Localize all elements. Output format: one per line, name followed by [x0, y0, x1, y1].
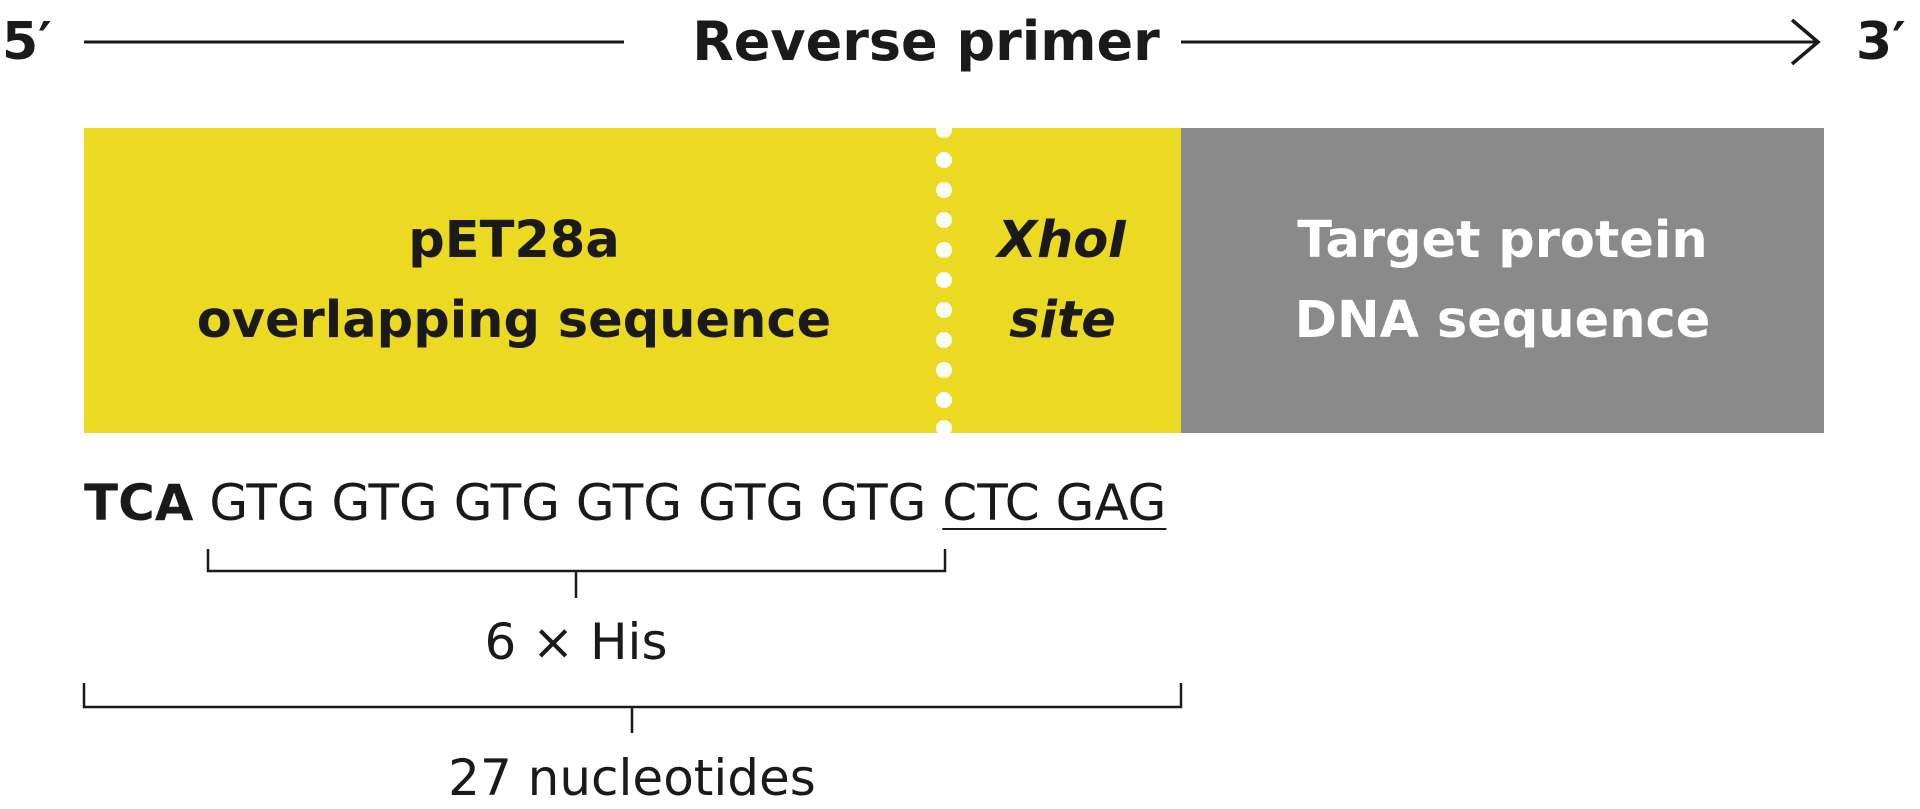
length-label: 27 nucleotides — [448, 749, 816, 807]
xhoi-block-line1: XhoI — [997, 210, 1128, 270]
target-block-line1: Target protein — [1297, 210, 1708, 270]
target-block: Target protein DNA sequence — [1181, 128, 1824, 433]
overlap-block-line2: overlapping sequence — [196, 290, 832, 350]
target-block-line2: DNA sequence — [1294, 290, 1711, 350]
diagram-title: Reverse primer — [692, 10, 1160, 73]
nucleotide-sequence: TCA GTG GTG GTG GTG GTG GTG CTC GAG — [84, 470, 1166, 536]
sequence-xhoi-site: CTC GAG — [942, 474, 1167, 532]
overlap-block: pET28a overlapping sequence — [84, 128, 944, 433]
dotted-divider — [936, 122, 952, 436]
arrow-head-icon — [1790, 18, 1821, 66]
xhoi-block: XhoI site — [944, 128, 1181, 433]
three-prime-label: 3′ — [1856, 12, 1906, 72]
his-bracket — [206, 549, 947, 573]
five-prime-label: 5′ — [2, 12, 52, 72]
xhoi-block-line2: site — [1009, 290, 1116, 350]
his-tag-label: 6 × His — [484, 613, 668, 671]
sequence-prefix: TCA — [84, 474, 194, 532]
sequence-his-codons: GTG GTG GTG GTG GTG GTG — [209, 474, 927, 532]
length-bracket — [82, 683, 1183, 709]
overlap-block-line1: pET28a — [408, 210, 620, 270]
